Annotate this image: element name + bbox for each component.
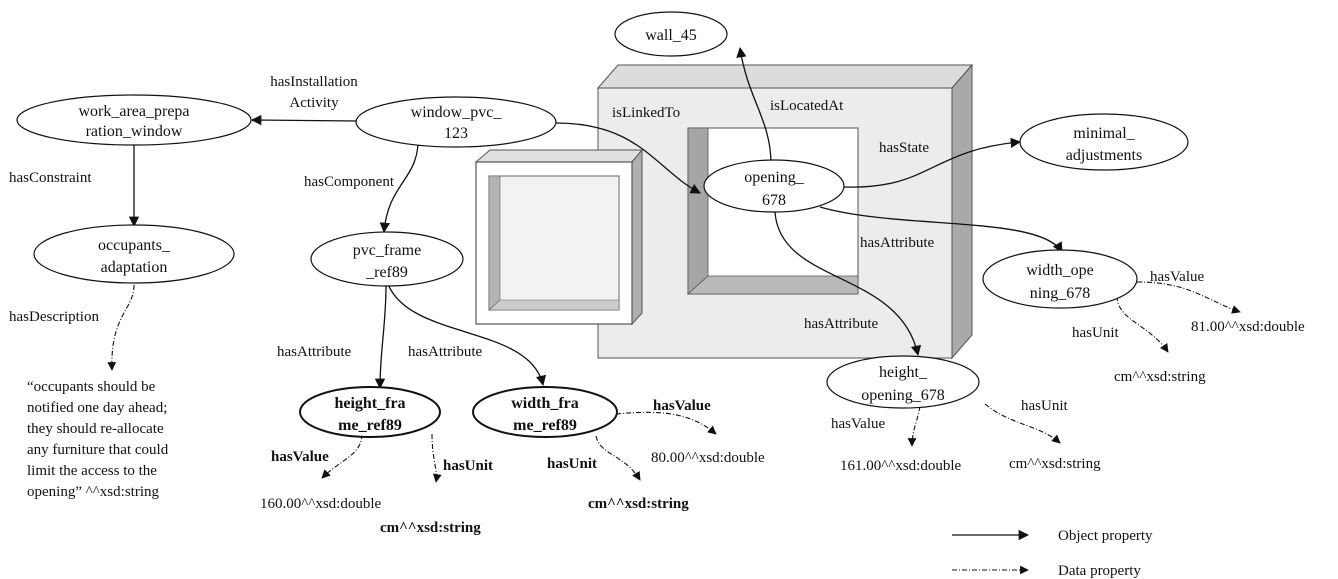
label-hasInstallation-2: Activity: [289, 95, 339, 111]
node-occupants-label-1: occupants_: [98, 237, 171, 254]
legend: Object property Data property: [952, 528, 1153, 579]
label-hasDescription: hasDescription: [9, 309, 99, 325]
literal-height-frame-value: 160.00^^xsd:double: [260, 496, 381, 512]
label-hasState: hasState: [879, 140, 929, 156]
description-line: notified one day ahead;: [27, 400, 167, 416]
node-width-opening-label-1: width_ope: [1026, 262, 1094, 279]
node-opening-label-2: 678: [762, 192, 786, 209]
node-pvc-frame[interactable]: pvc_frame _ref89: [310, 231, 464, 287]
node-width-frame-label-2: me_ref89: [513, 417, 577, 434]
node-window[interactable]: window_pvc_ 123: [355, 96, 557, 148]
node-wall-label: wall_45: [645, 27, 697, 44]
literal-height-opening-unit: cm^^xsd:string: [1009, 456, 1101, 472]
literals: 81.00^^xsd:double cm^^xsd:string 160.00^…: [27, 319, 1305, 536]
node-width-frame-label-1: width_fra: [511, 395, 579, 412]
node-height-frame-label-2: me_ref89: [338, 417, 402, 434]
description-line: opening” ^^xsd:string: [27, 484, 159, 500]
node-window-label-2: 123: [444, 125, 468, 142]
node-work-area-label-1: work_area_prepa: [78, 103, 189, 120]
node-width-frame[interactable]: width_fra me_ref89: [472, 386, 618, 438]
node-occupants[interactable]: occupants_ adaptation: [33, 224, 235, 284]
description-line: “occupants should be: [27, 379, 156, 395]
literal-width-frame-unit: cm^^xsd:string: [588, 496, 689, 512]
node-opening-label-1: opening_: [744, 169, 805, 186]
label-isLinkedTo: isLinkedTo: [612, 105, 680, 121]
node-height-frame[interactable]: height_fra me_ref89: [299, 386, 441, 438]
node-minimal-label-2: adjustments: [1066, 147, 1142, 164]
node-height-opening-label-2: opening_678: [861, 387, 945, 404]
node-height-frame-label-1: height_fra: [334, 395, 405, 412]
object-edges: [128, 46, 1063, 390]
literal-height-opening-value: 161.00^^xsd:double: [840, 458, 961, 474]
literal-width-frame-value: 80.00^^xsd:double: [651, 450, 765, 466]
data-edges: [107, 281, 1241, 483]
literal-height-frame-unit: cm^^xsd:string: [380, 520, 481, 536]
node-work-area[interactable]: work_area_prepa ration_window: [16, 94, 252, 146]
description-line: limit the access to the: [27, 463, 157, 479]
node-occupants-label-2: adaptation: [101, 259, 168, 276]
label-hasAttribute-opening-height: hasAttribute: [804, 316, 878, 332]
label-hasUnit-height-opening: hasUnit: [1021, 398, 1068, 414]
node-height-opening-label-1: height_: [879, 364, 928, 381]
node-work-area-label-2: ration_window: [86, 123, 183, 140]
literal-description: “occupants should be notified one day ah…: [27, 379, 169, 500]
label-hasConstraint: hasConstraint: [9, 170, 92, 186]
label-isLocatedAt: isLocatedAt: [770, 98, 844, 114]
label-hasComponent: hasComponent: [304, 174, 395, 190]
label-hasAttribute-frame-width: hasAttribute: [408, 344, 482, 360]
label-hasValue-height-frame: hasValue: [271, 449, 329, 465]
node-width-opening-label-2: ning_678: [1030, 285, 1090, 302]
label-hasUnit-width-frame: hasUnit: [547, 456, 597, 472]
label-hasUnit-height-frame: hasUnit: [443, 458, 493, 474]
label-hasUnit-width-opening: hasUnit: [1072, 325, 1119, 341]
node-width-opening[interactable]: width_ope ning_678: [982, 249, 1138, 309]
description-line: any furniture that could: [27, 442, 169, 458]
legend-object-label: Object property: [1058, 528, 1153, 544]
node-opening[interactable]: opening_ 678: [703, 159, 845, 213]
node-wall[interactable]: wall_45: [614, 11, 728, 57]
legend-data-label: Data property: [1058, 563, 1141, 579]
node-minimal[interactable]: minimal_ adjustments: [1019, 113, 1189, 171]
node-height-opening[interactable]: height_ opening_678: [826, 355, 980, 409]
window-illustration: [474, 148, 644, 326]
label-hasAttribute-frame-height: hasAttribute: [277, 344, 351, 360]
label-hasAttribute-opening-width: hasAttribute: [860, 235, 934, 251]
literal-width-opening-unit: cm^^xsd:string: [1114, 369, 1206, 385]
label-hasValue-width-opening: hasValue: [1150, 269, 1204, 285]
node-window-label-1: window_pvc_: [411, 104, 503, 121]
label-hasValue-width-frame: hasValue: [653, 398, 711, 414]
literal-width-opening-value: 81.00^^xsd:double: [1191, 319, 1305, 335]
node-minimal-label-1: minimal_: [1073, 125, 1135, 142]
label-hasValue-height-opening: hasValue: [831, 416, 885, 432]
description-line: they should re-allocate: [27, 421, 164, 437]
label-hasInstallation-1: hasInstallation: [270, 74, 358, 90]
edge-labels: hasInstallation Activity isLinkedTo isLo…: [9, 74, 1204, 474]
node-pvc-frame-label-1: pvc_frame: [353, 242, 421, 259]
node-pvc-frame-label-2: _ref89: [365, 264, 408, 281]
